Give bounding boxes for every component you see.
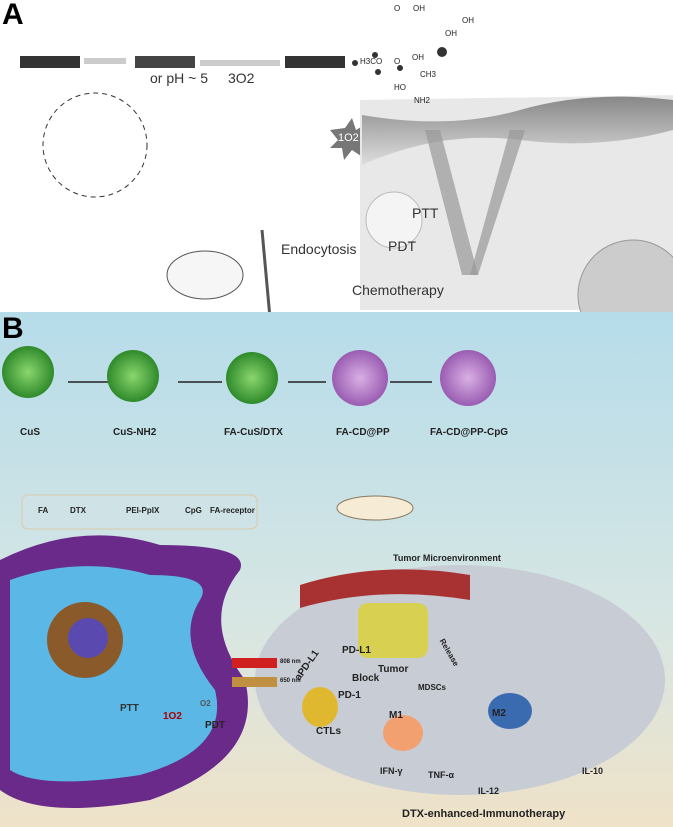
caption: DTX-enhanced-Immunotherapy xyxy=(402,808,566,820)
laser-808 xyxy=(232,658,277,668)
stage-label: FA-CD@PP xyxy=(336,427,390,438)
drug-label: HO xyxy=(394,83,406,92)
m2-macrophage xyxy=(488,693,532,729)
laser-808-label: 808 nm xyxy=(280,659,301,665)
drug-label: OH xyxy=(462,16,474,25)
drug-label: NH2 xyxy=(414,96,431,105)
cell-singlet-oxygen-label: 1O2 xyxy=(163,711,182,722)
block-label: Block xyxy=(352,673,380,684)
cell-ptt-label: PTT xyxy=(120,703,139,714)
ctl-cell xyxy=(302,687,338,727)
legend-cpg: CpG xyxy=(185,506,202,515)
ph-condition: or pH ~ 5 xyxy=(150,70,208,86)
cell-pdt-label: PDT xyxy=(205,720,225,731)
singlet-oxygen-label: 1O2 xyxy=(338,132,359,144)
il12-label: IL-12 xyxy=(478,786,500,796)
panel-b-label: B xyxy=(2,312,24,345)
laser-650-label: 650 nm xyxy=(280,678,301,684)
fa-cus-dtx-nanoparticle xyxy=(226,352,278,404)
laser-650 xyxy=(232,677,277,687)
tnf-label: TNF-α xyxy=(428,770,455,780)
nucleus xyxy=(68,618,108,658)
drug-label: CH3 xyxy=(420,70,437,79)
cus-nh2-nanoparticle xyxy=(107,350,159,402)
panel-b-graphics xyxy=(0,346,665,808)
m2-label: M2 xyxy=(492,708,506,719)
drug-molecule-icon xyxy=(437,47,447,57)
cell-oxygen-label: O2 xyxy=(200,699,211,708)
ifn-label: IFN-γ xyxy=(380,766,403,776)
m1-macrophage xyxy=(383,715,423,751)
endosome xyxy=(365,191,423,249)
pdt-label: PDT xyxy=(388,238,416,254)
stage-label: FA-CuS/DTX xyxy=(224,427,283,438)
nanosheet-release xyxy=(285,56,345,68)
blood-vessel xyxy=(300,569,470,608)
panel-a-label: A xyxy=(2,0,24,31)
arrow xyxy=(200,60,280,66)
cytoplasm xyxy=(10,566,218,782)
legend-dtx: DTX xyxy=(70,506,86,515)
ctls-label: CTLs xyxy=(316,726,341,737)
laser-beam xyxy=(470,130,525,275)
drug-label: OH xyxy=(413,4,425,13)
pd1-label: PD-1 xyxy=(338,690,361,701)
zoom-inset xyxy=(42,92,148,198)
drug-label: OH xyxy=(445,29,457,38)
drug-label: OH xyxy=(412,53,424,62)
pdl1-label: PD-L1 xyxy=(342,645,371,656)
mouse xyxy=(336,495,414,521)
stage-label: FA-CD@PP-CpG xyxy=(430,427,509,438)
m1-label: M1 xyxy=(389,710,403,721)
mouse xyxy=(166,250,244,300)
legend-pei-ppix: PEI-PpIX xyxy=(126,506,160,515)
legend-fa-receptor: FA-receptor xyxy=(210,506,255,515)
nanosheet-loaded xyxy=(135,56,195,68)
endocytosis-label: Endocytosis xyxy=(281,241,357,257)
nanosheet xyxy=(20,56,80,68)
drug-label: O xyxy=(394,4,401,13)
ptt-label: PTT xyxy=(412,205,439,221)
tme-title: Tumor Microenvironment xyxy=(393,553,501,563)
chemotherapy-label: Chemotherapy xyxy=(352,282,444,298)
mdscs-label: MDSCs xyxy=(418,683,447,692)
fa-cd-pp-cpg-nanoparticle xyxy=(440,350,496,406)
drug-label: H3CO xyxy=(360,57,383,66)
cus-nanoparticle xyxy=(2,346,54,398)
legend-box xyxy=(21,494,258,530)
fa-cd-pp-nanoparticle xyxy=(332,350,388,406)
arrow xyxy=(84,58,126,64)
triplet-oxygen-label: 3O2 xyxy=(228,70,255,86)
drug-label: O xyxy=(394,57,401,66)
laser-beam xyxy=(425,130,478,275)
stage-label: CuS xyxy=(20,427,40,438)
tumor-microenvironment xyxy=(255,565,665,795)
panel-a-graphics xyxy=(20,47,673,351)
tumor-label: Tumor xyxy=(378,664,409,675)
tumor-cells xyxy=(358,603,428,658)
legend-fa: FA xyxy=(38,506,49,515)
stage-label: CuS-NH2 xyxy=(113,427,157,438)
il10-label: IL-10 xyxy=(582,766,604,776)
